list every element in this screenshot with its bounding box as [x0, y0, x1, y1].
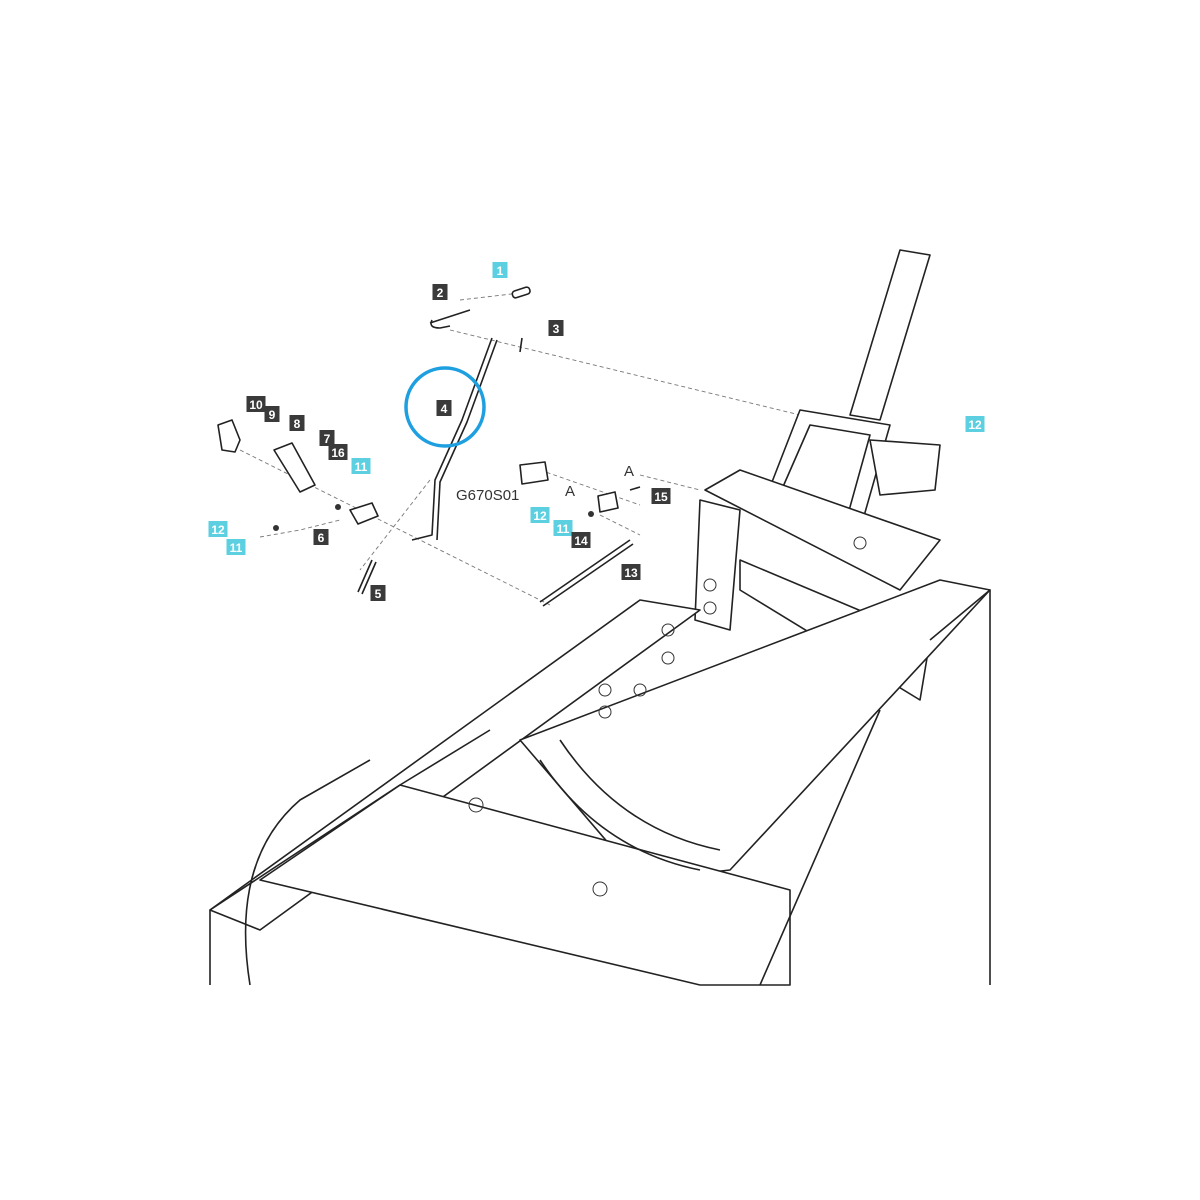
callout-12: 12 — [965, 416, 985, 432]
highlight-circle — [404, 366, 486, 448]
callout-number: 9 — [269, 408, 276, 422]
callout-number: 8 — [294, 417, 301, 431]
callout-number: 5 — [375, 587, 382, 601]
callout-box — [548, 320, 564, 336]
tractor-frame — [209, 249, 991, 986]
callout-number: 12 — [533, 509, 547, 523]
callout-box — [436, 400, 452, 416]
callout-4: 4 — [436, 400, 452, 416]
callout-box — [553, 520, 573, 536]
callout-11: 11 — [226, 539, 246, 555]
callout-11: 11 — [553, 520, 573, 536]
callout-2: 2 — [432, 284, 448, 300]
callout-box — [328, 444, 348, 460]
callout-number: 16 — [331, 446, 345, 460]
callout-number: 1 — [497, 264, 504, 278]
callout-8: 8 — [289, 415, 305, 431]
callout-number: 7 — [324, 432, 331, 446]
callout-box — [226, 539, 246, 555]
callout-1: 1 — [492, 262, 508, 278]
callout-number: 15 — [654, 490, 668, 504]
reference-code: G670S01 — [456, 487, 519, 504]
callout-number: 2 — [437, 286, 444, 300]
callout-number: 12 — [211, 523, 225, 537]
callout-box — [246, 396, 266, 412]
callout-3: 3 — [548, 320, 564, 336]
callout-number: 3 — [553, 322, 560, 336]
callout-14: 14 — [571, 532, 591, 548]
callout-box — [313, 529, 329, 545]
callout-number: 11 — [355, 460, 368, 474]
callout-number: 13 — [624, 566, 638, 580]
callout-6: 6 — [313, 529, 329, 545]
callout-box — [492, 262, 508, 278]
callout-15: 15 — [651, 488, 671, 504]
callout-number: 4 — [441, 402, 448, 416]
callout-number: 11 — [557, 522, 570, 536]
callout-number: 6 — [318, 531, 325, 545]
callout-box — [432, 284, 448, 300]
callout-11: 11 — [351, 458, 371, 474]
callout-9: 9 — [264, 406, 280, 422]
callout-5: 5 — [370, 585, 386, 601]
assembly-guide-lines — [239, 292, 801, 606]
connector-mark-a: A — [624, 463, 634, 480]
callout-box — [208, 521, 228, 537]
callout-box — [370, 585, 386, 601]
callout-box — [264, 406, 280, 422]
callout-box — [289, 415, 305, 431]
callout-7: 7 — [319, 430, 335, 446]
callout-16: 16 — [328, 444, 348, 460]
callout-box — [965, 416, 985, 432]
callout-number: 11 — [230, 541, 243, 555]
callout-number: 10 — [249, 398, 263, 412]
callout-number: 12 — [968, 418, 982, 432]
callout-box — [351, 458, 371, 474]
callout-number: 14 — [574, 534, 588, 548]
callout-box — [621, 564, 641, 580]
callout-10: 10 — [246, 396, 266, 412]
callout-box — [530, 507, 550, 523]
callout-13: 13 — [621, 564, 641, 580]
callout-box — [319, 430, 335, 446]
lever-parts — [217, 286, 641, 607]
callout-12: 12 — [530, 507, 550, 523]
connector-mark-a: A — [565, 483, 575, 500]
callout-12: 12 — [208, 521, 228, 537]
callout-box — [651, 488, 671, 504]
callout-box — [571, 532, 591, 548]
